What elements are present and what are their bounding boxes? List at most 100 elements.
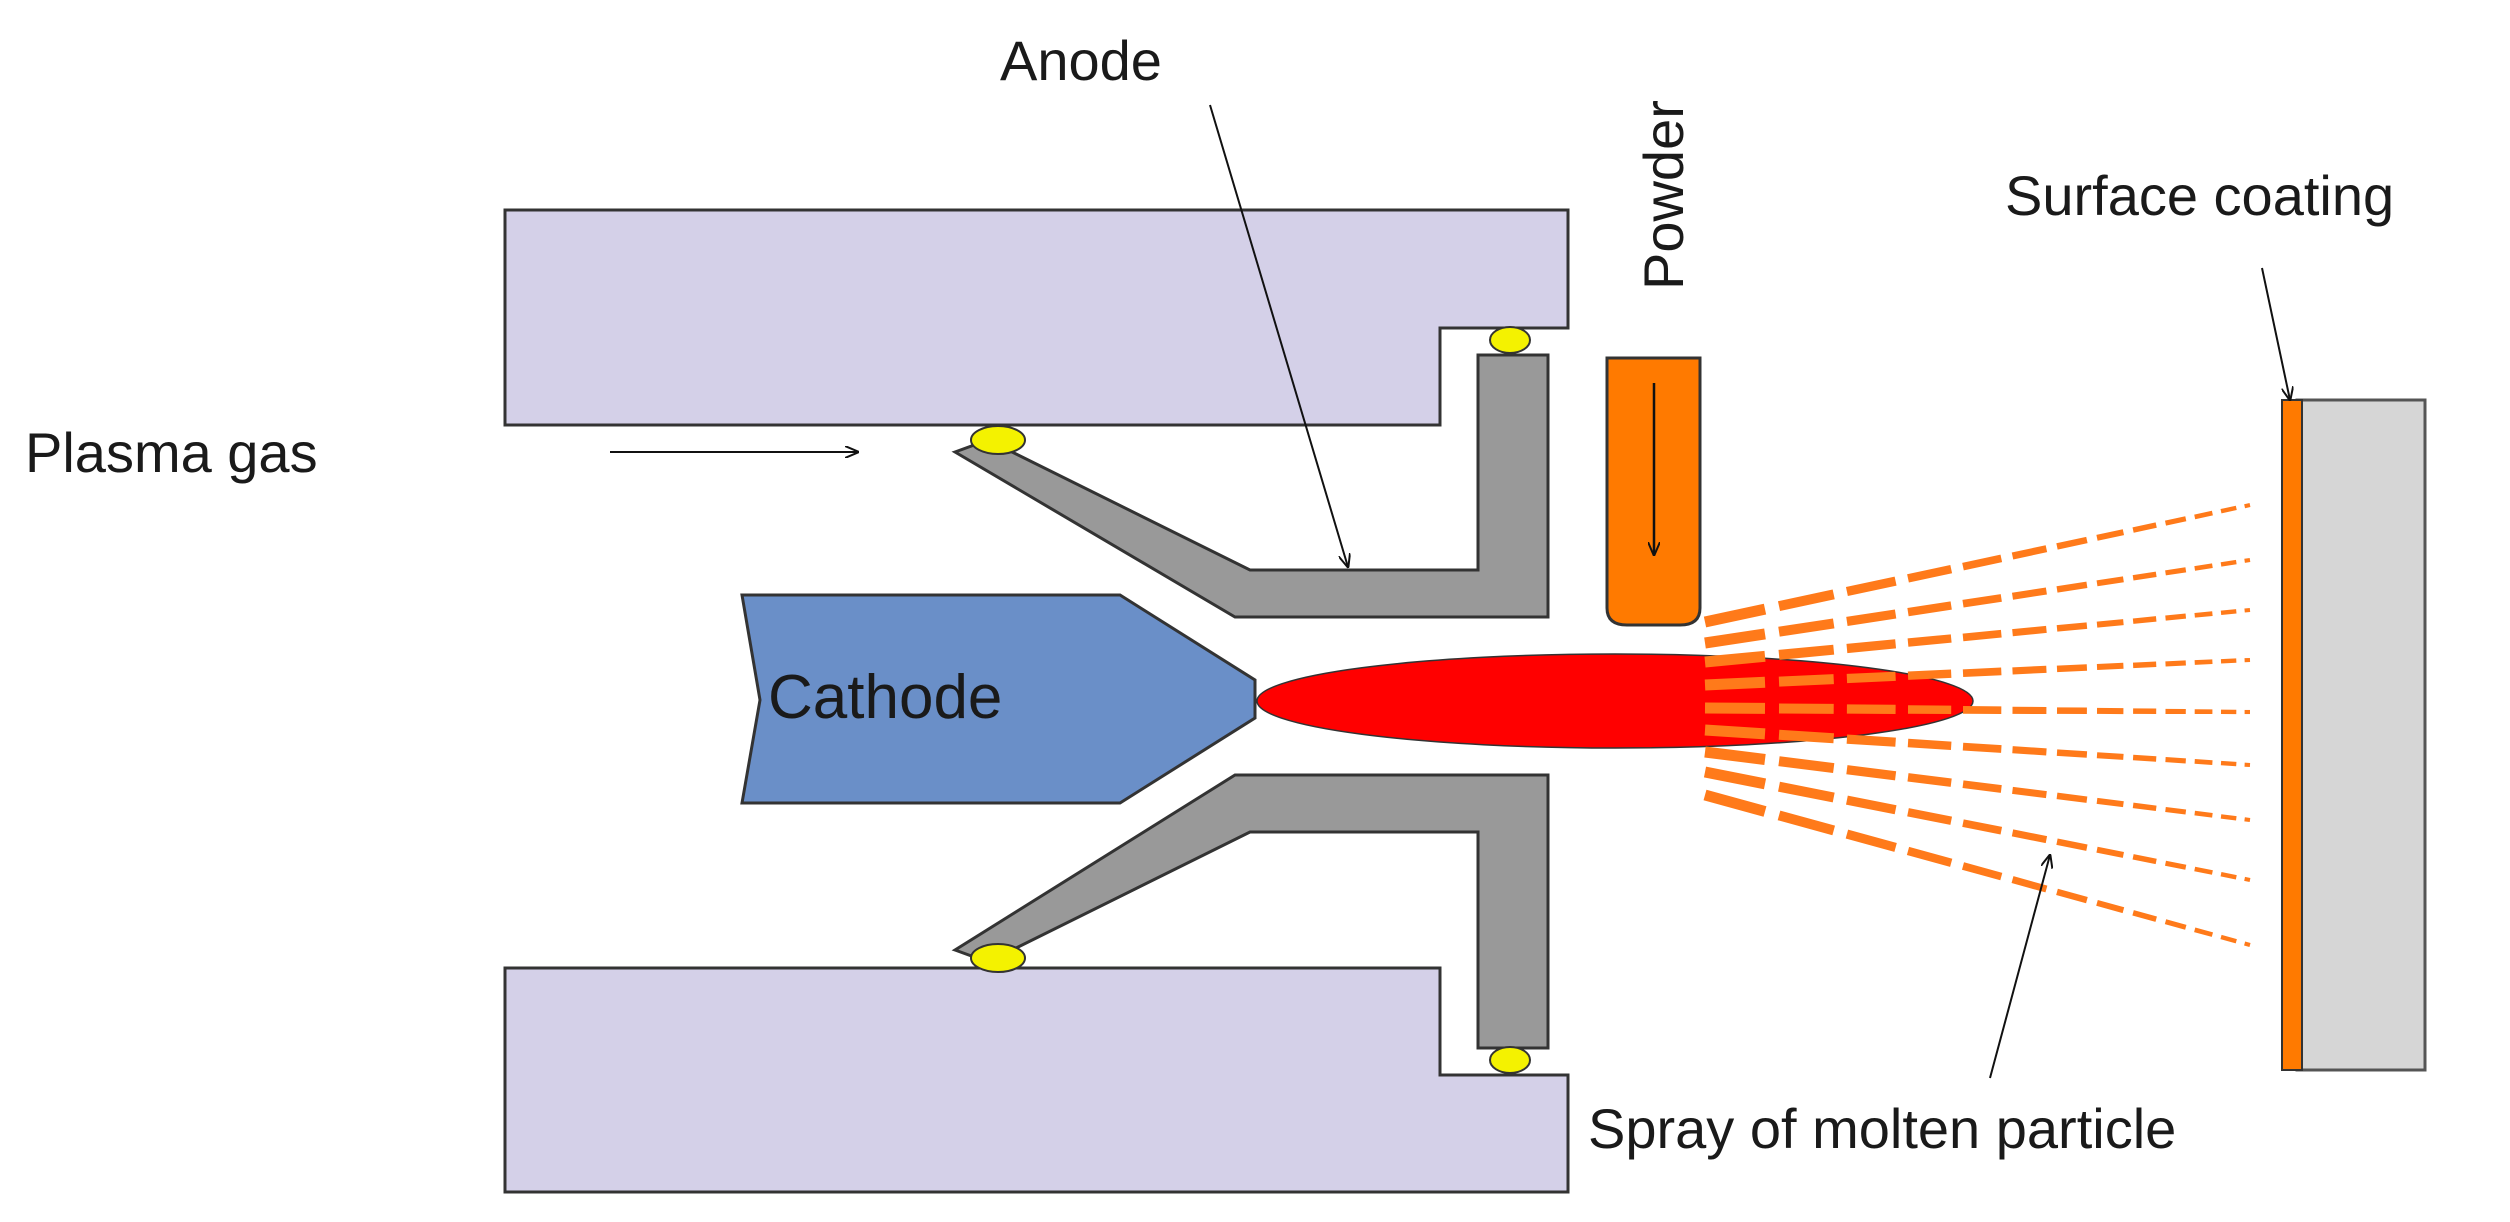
- spray-particle-104: [1703, 789, 1767, 817]
- spray-particle-29: [1907, 634, 1952, 647]
- spray-particle-24: [2220, 559, 2237, 567]
- anode-lower: [951, 773, 1550, 1050]
- spray-particle-19: [2056, 581, 2088, 593]
- spray-particle-30: [1962, 629, 2002, 642]
- spray-particle-49: [2194, 659, 2213, 665]
- surface-coating-leader-arrow: [2261, 267, 2290, 400]
- spray-particle-27: [1778, 644, 1835, 660]
- spray-particle-44: [2012, 665, 2047, 675]
- spray-particle-110: [2056, 888, 2088, 904]
- spray-particle-79: [1778, 756, 1835, 774]
- spray-label: Spray of molten particle: [1588, 1097, 2176, 1160]
- plasma-gas-label: Plasma gas: [25, 421, 318, 484]
- spray-particle-87: [2165, 806, 2187, 815]
- spray-particle-82: [1962, 780, 2002, 793]
- spray-particle-3: [1907, 564, 1953, 583]
- spray-particle-8: [2132, 522, 2157, 533]
- spray-particle-0: [1703, 603, 1767, 628]
- spray-particle-4: [1962, 554, 2003, 571]
- spray-particle-36: [2194, 611, 2213, 618]
- spray-particle-14: [1778, 618, 1835, 637]
- spray-particle-16: [1907, 601, 1952, 617]
- spray-particle-103: [2244, 876, 2251, 883]
- spray-particle-32: [2056, 622, 2088, 632]
- powder-label: Powder: [1632, 100, 1695, 290]
- spray-particle-95: [1962, 819, 2003, 835]
- spray-particle-10: [2194, 510, 2213, 520]
- spray-particle-81: [1907, 773, 1952, 787]
- spray-particle-115: [2220, 934, 2237, 944]
- spray-particle-84: [2056, 792, 2088, 803]
- spray-particle-90: [2244, 817, 2251, 823]
- spray-particle-74: [2165, 757, 2186, 764]
- spray-particle-105: [1777, 810, 1836, 836]
- spray-particle-71: [2056, 749, 2088, 758]
- spray-particle-50: [2220, 658, 2237, 664]
- spray-particle-78: [1704, 746, 1766, 765]
- spray-particle-7: [2096, 529, 2125, 541]
- spray-particle-11: [2220, 505, 2237, 514]
- substrate: [2295, 398, 2427, 1072]
- seal-bottom-right: [1489, 1046, 1531, 1074]
- spray-particle-100: [2165, 860, 2187, 870]
- spray-particle-12: [2244, 502, 2251, 509]
- spray-particle-72: [2096, 752, 2124, 760]
- surface-coating-label: Surface coating: [2005, 164, 2394, 227]
- anode-upper: [951, 353, 1550, 619]
- spray-particle-89: [2220, 814, 2237, 821]
- spray-particle-33: [2096, 619, 2124, 628]
- spray-particle-98: [2096, 846, 2124, 858]
- spray-particle-48: [2165, 660, 2186, 667]
- spray-particle-76: [2220, 760, 2237, 767]
- spray-particle-107: [1906, 846, 1953, 867]
- spray-particle-17: [1962, 594, 2002, 608]
- anode-label: Anode: [1000, 29, 1162, 92]
- spray-particle-69: [1962, 742, 2002, 753]
- spray-particle-108: [1961, 862, 2003, 881]
- spray-particle-20: [2096, 576, 2124, 587]
- spray-particle-85: [2096, 797, 2124, 808]
- spray-particle-47: [2132, 661, 2157, 669]
- spray-particle-65: [1704, 724, 1766, 740]
- spray-particle-96: [2011, 829, 2048, 844]
- spray-particle-93: [1846, 795, 1897, 815]
- spray-particle-80: [1846, 765, 1897, 781]
- spray-particle-116: [2244, 941, 2251, 947]
- spray-particle-45: [2056, 664, 2088, 673]
- spray-particle-28: [1846, 639, 1897, 654]
- spray-particle-102: [2220, 872, 2237, 880]
- spray-particle-106: [1845, 829, 1897, 852]
- spray-particle-31: [2012, 625, 2047, 637]
- spray-particle-40: [1778, 674, 1834, 687]
- spray-particle-111: [2096, 900, 2125, 914]
- spray-particle-1: [1777, 589, 1835, 611]
- spray-particle-97: [2056, 838, 2088, 851]
- spray-particle-21: [2132, 571, 2157, 581]
- spray-particles: [1703, 502, 2251, 947]
- spray-particle-25: [2244, 557, 2251, 563]
- spray-particle-67: [1846, 734, 1896, 747]
- spray-particle-68: [1907, 738, 1952, 750]
- spray-particle-26: [1704, 650, 1766, 668]
- cathode-label: Cathode: [768, 663, 1002, 732]
- spray-particle-41: [1846, 671, 1896, 684]
- spray-particle-37: [2220, 609, 2237, 615]
- spray-particle-34: [2132, 616, 2157, 624]
- spray-particle-88: [2194, 810, 2213, 818]
- spray-leader-arrow: [1989, 855, 2050, 1079]
- spray-particle-35: [2165, 613, 2187, 621]
- spray-particle-66: [1778, 729, 1835, 744]
- seal-bottom-left: [970, 943, 1026, 973]
- spray-particle-92: [1778, 781, 1835, 803]
- spray-particle-15: [1846, 609, 1897, 626]
- spray-particle-5: [2011, 545, 2048, 560]
- spray-particle-43: [1962, 667, 2002, 678]
- anode-leader-arrow: [1209, 104, 1348, 567]
- spray-particle-13: [1704, 628, 1766, 649]
- seal-top-left: [970, 425, 1026, 455]
- upper-housing: [503, 208, 1570, 427]
- spray-particle-91: [1703, 766, 1767, 790]
- seal-top-right: [1489, 326, 1531, 354]
- spray-particle-9: [2164, 516, 2187, 526]
